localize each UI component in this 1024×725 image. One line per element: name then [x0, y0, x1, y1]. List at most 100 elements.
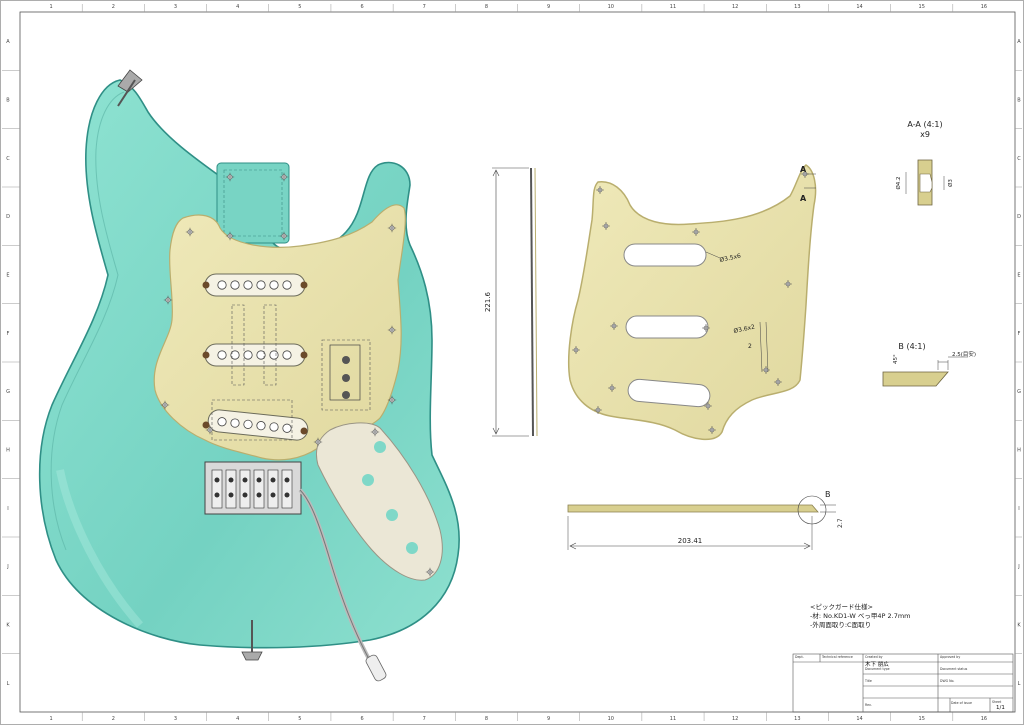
pickguard-front-view: Ø3.5x6 Ø3.6x2 2 A A	[567, 164, 817, 441]
grid-col-label: 5	[298, 716, 301, 722]
strap-button-bottom	[241, 651, 263, 661]
grid-col-label: 6	[360, 4, 363, 10]
sheet-label: Sheet	[992, 700, 1002, 704]
grid-col-label: 8	[485, 716, 488, 722]
pickguard-outline	[567, 164, 817, 441]
detail-b-angle: 45°	[893, 354, 899, 364]
tremolo-bridge	[204, 461, 302, 515]
grid-col-label: 4	[236, 716, 239, 722]
back-plate	[316, 422, 443, 581]
grid-row-label: J	[1017, 564, 1019, 570]
created-by-label: Created by	[865, 655, 883, 659]
dept-label: Dept.	[795, 655, 804, 659]
grid-col-label: 8	[485, 4, 488, 10]
grid-col-label: 7	[423, 716, 426, 722]
doc-type-label: Document type	[865, 667, 890, 671]
grid-col-label: 15	[919, 4, 925, 10]
doc-status-label: Document status	[940, 667, 968, 671]
grid-row-label: D	[1017, 214, 1021, 220]
pickguard-bottom-view: 203.41 2.7 B	[567, 490, 844, 550]
grid-row-label: H	[6, 448, 10, 454]
grid-row-label: G	[1017, 389, 1021, 395]
grid-col-label: 12	[732, 4, 738, 10]
grid-col-label: 9	[547, 716, 550, 722]
section-aa-view: A-A (4:1) x9 Ø4.2 Ø3	[895, 120, 954, 206]
grid-row-label: A	[1017, 39, 1021, 45]
sheet-value: 1/1	[996, 705, 1005, 711]
section-aa-dim-left: Ø4.2	[895, 176, 902, 189]
grid-col-label: 6	[360, 716, 363, 722]
thickness-dimension: 2.7	[837, 518, 844, 528]
guitar-assembly	[38, 69, 460, 682]
title-block: Dept. Technical reference Created by 木下 …	[793, 654, 1013, 714]
grid-row-label: F	[1018, 331, 1021, 337]
title-block-frame	[792, 653, 1014, 713]
grid-col-label: 3	[174, 4, 177, 10]
detail-b-title: B (4:1)	[898, 342, 925, 351]
spec-notes: <ピックガード仕様> -材: No.KD1-W べっ甲4P 2.7mm -外周面…	[810, 603, 911, 630]
grid-col-label: 11	[670, 716, 676, 722]
grid-col-label: 15	[919, 716, 925, 722]
section-aa-dim-right: Ø3	[947, 179, 954, 187]
grid-row-label: C	[1017, 156, 1021, 162]
grid-col-label: 10	[608, 4, 614, 10]
grid-row-label: K	[6, 623, 10, 629]
grid-col-label: 12	[732, 716, 738, 722]
notes-line-1: -材: No.KD1-W べっ甲4P 2.7mm	[810, 612, 911, 620]
grid-col-label: 16	[981, 4, 987, 10]
grid-col-label: 13	[794, 4, 800, 10]
slot-dimension: Ø3.5x6	[719, 253, 742, 264]
grid-col-label: 2	[112, 4, 115, 10]
grid-row-label: G	[6, 389, 10, 395]
grid-col-label: 16	[981, 716, 987, 722]
grid-col-label: 5	[298, 4, 301, 10]
grid-col-label: 2	[112, 716, 115, 722]
width-dimension: 203.41	[678, 537, 703, 545]
grid-row-label: L	[1018, 681, 1021, 687]
grid-row-label: D	[6, 214, 10, 220]
grid-row-label: F	[7, 331, 10, 337]
detail-b-view: B (4:1) 2.5(目安) 45°	[882, 342, 976, 387]
grid-row-label: K	[1017, 623, 1021, 629]
grid-row-label: J	[6, 564, 8, 570]
grid-col-label: 4	[236, 4, 239, 10]
grid-row-label: C	[6, 156, 10, 162]
title-label: Title	[865, 679, 872, 683]
slot-dimension-2: Ø3.6x2	[733, 324, 756, 335]
pickguard-side-view: 221.6	[484, 167, 538, 437]
detail-b-marker: B	[825, 490, 831, 499]
pickups	[202, 273, 309, 441]
date-label: Date of issue	[951, 701, 972, 705]
rev-label: Rev.	[865, 703, 872, 707]
section-marker-top: A	[800, 165, 807, 174]
grid-row-label: E	[1017, 273, 1020, 279]
grid-row-label: E	[6, 273, 9, 279]
grid-col-label: 14	[856, 4, 862, 10]
grid-row-label: L	[7, 681, 10, 687]
tech-ref-label: Technical reference	[822, 655, 853, 659]
grid-row-label: H	[1017, 448, 1021, 454]
neck-pocket-plate	[216, 162, 290, 244]
grid-row-label: B	[1017, 98, 1021, 104]
grid-col-label: 11	[670, 4, 676, 10]
section-marker-bottom: A	[800, 194, 807, 203]
inner-dimension: 2	[748, 343, 752, 350]
section-aa-count: x9	[920, 130, 930, 139]
detail-b-circle	[797, 495, 827, 525]
grid-labels: 1122334455667788991010111112121313141415…	[2, 4, 1022, 722]
grid-col-label: 13	[794, 716, 800, 722]
grid-row-label: I	[1018, 506, 1019, 512]
grid-row-label: B	[6, 98, 10, 104]
notes-line-2: -外周面取り:C面取り	[810, 621, 872, 629]
section-aa-title: A-A (4:1)	[907, 120, 942, 129]
approved-by-label: Approved by	[940, 655, 961, 659]
grid-col-label: 10	[608, 716, 614, 722]
controls	[329, 344, 361, 401]
grid-col-label: 9	[547, 4, 550, 10]
grid-col-label: 1	[50, 4, 53, 10]
grid-col-label: 7	[423, 4, 426, 10]
grid-col-label: 3	[174, 716, 177, 722]
grid-row-label: A	[6, 39, 10, 45]
dwg-no-label: DWG No.	[940, 679, 955, 683]
